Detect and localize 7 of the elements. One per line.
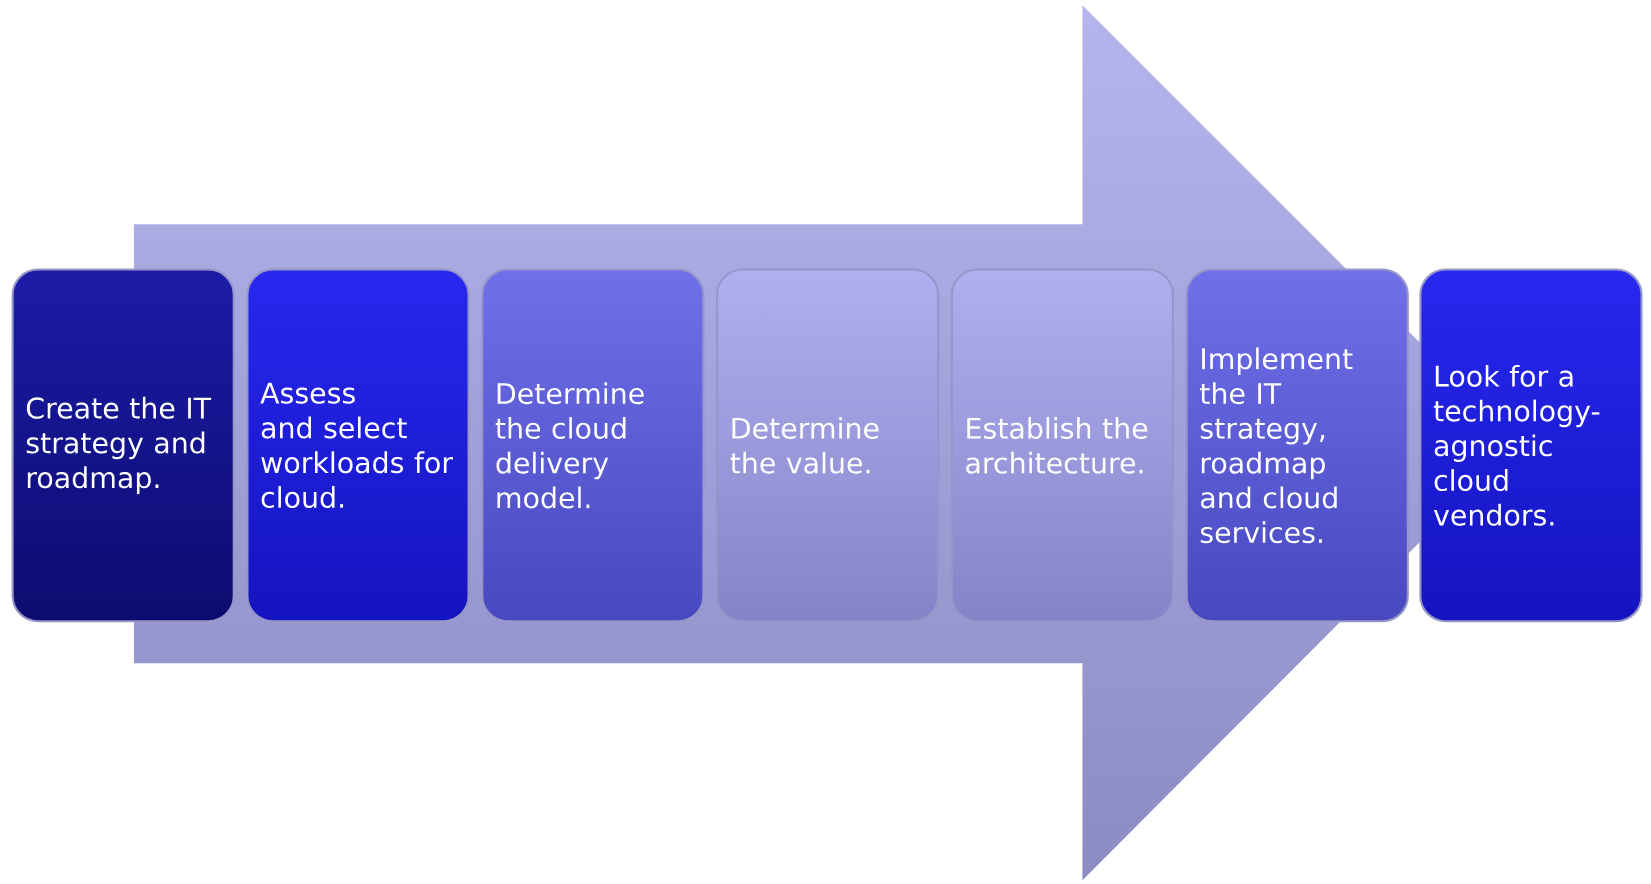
step-box: Create the IT strategy and roadmap. [11, 268, 235, 623]
step-box: Assess and select workloads for cloud. [246, 268, 470, 623]
step-box: Establish the architecture. [950, 268, 1175, 623]
step-box: Look for a technology-agnostic cloud vendors. [1419, 268, 1643, 623]
step-box: Implement the IT strategy, roadmap and cloud services. [1185, 268, 1409, 623]
step-box: Determine the cloud delivery model. [481, 268, 705, 623]
step-box: Determine the value. [716, 268, 940, 623]
